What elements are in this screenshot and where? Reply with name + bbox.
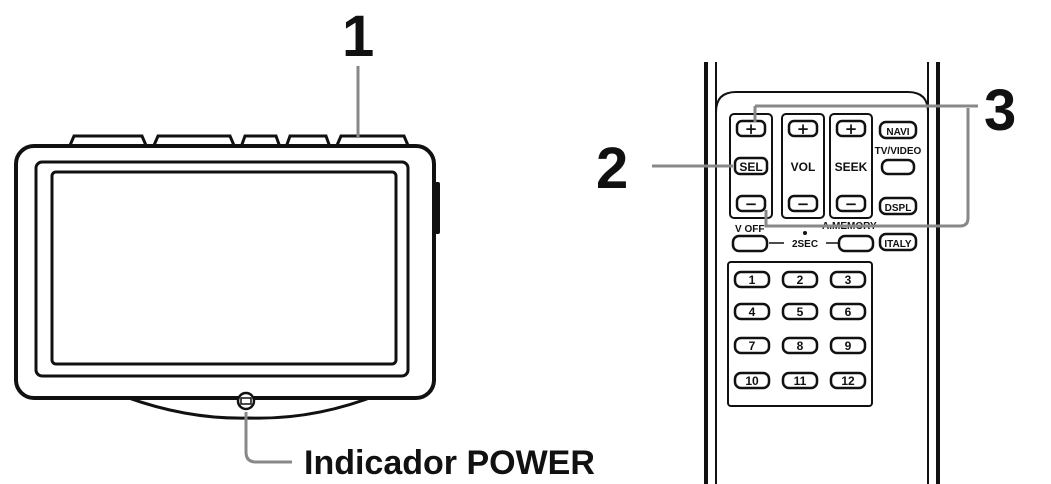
vol-plus-button[interactable] xyxy=(787,119,819,138)
vol-plus-label: + xyxy=(797,120,810,138)
sel-button-label: SEL xyxy=(739,160,762,174)
navi-button-label: NAVI xyxy=(886,127,909,138)
keypad-button-8[interactable] xyxy=(781,336,819,355)
a-memory-button[interactable] xyxy=(837,234,875,253)
keypad-button-3[interactable] xyxy=(829,270,867,289)
keypad-button-label: 5 xyxy=(797,305,804,319)
keypad-button-label: 8 xyxy=(797,339,804,353)
vol-minus-label: − xyxy=(797,195,810,213)
dspl-button[interactable] xyxy=(878,196,918,216)
callout-2: 2 xyxy=(596,136,628,201)
keypad-button-label: 11 xyxy=(794,374,807,388)
dspl-button-label: DSPL xyxy=(885,203,912,214)
tv-video-label: TV/VIDEO xyxy=(875,146,922,157)
keypad-frame xyxy=(727,261,873,407)
keypad-button-label: 1 xyxy=(749,273,756,287)
callout-3: 3 xyxy=(984,78,1016,143)
group-minus-button[interactable] xyxy=(735,194,767,213)
monitor-side-knob xyxy=(432,182,440,234)
tv-video-button[interactable] xyxy=(880,158,916,176)
keypad-button-label: 4 xyxy=(749,305,756,319)
keypad-button-label: 3 xyxy=(845,273,852,287)
keypad-button-7[interactable] xyxy=(733,336,771,355)
keypad-button-6[interactable] xyxy=(829,302,867,321)
v-off-button[interactable] xyxy=(731,234,769,253)
keypad-button-label: 2 xyxy=(797,273,804,287)
group-plus-button[interactable] xyxy=(735,119,767,138)
power-leader-line xyxy=(244,412,292,464)
italy-button[interactable] xyxy=(878,232,918,252)
vol-minus-button[interactable] xyxy=(787,194,819,213)
two-sec-label: 2SEC xyxy=(792,239,818,250)
keypad-button-10[interactable] xyxy=(733,371,771,390)
remote-control: + SEL − + VOL − + SEEK − NAVI TV/VIDEO D… xyxy=(704,62,940,484)
seek-minus-button[interactable] xyxy=(835,194,867,213)
sel-button[interactable] xyxy=(733,156,769,176)
power-indicator-led xyxy=(240,397,252,405)
remote-led-icon xyxy=(803,231,807,235)
keypad-button-11[interactable] xyxy=(781,371,819,390)
v-off-label: V OFF xyxy=(735,224,764,235)
keypad-button-2[interactable] xyxy=(781,270,819,289)
keypad-button-label: 12 xyxy=(841,374,855,388)
callout-3-leader-bottom xyxy=(764,108,970,228)
seek-plus-label: + xyxy=(845,120,858,138)
keypad-button-12[interactable] xyxy=(829,371,867,390)
monitor-screen xyxy=(50,170,398,366)
group-minus-label: − xyxy=(745,195,758,213)
caption-power-indicator: Indicador POWER xyxy=(304,444,595,482)
keypad-button-4[interactable] xyxy=(733,302,771,321)
keypad-button-label: 7 xyxy=(749,339,756,353)
navi-button[interactable] xyxy=(878,120,918,140)
italy-button-label: ITALY xyxy=(884,239,912,250)
keypad-button-9[interactable] xyxy=(829,336,867,355)
keypad-button-label: 9 xyxy=(845,339,852,353)
seek-label: SEEK xyxy=(835,160,868,174)
callout-1: 1 xyxy=(342,4,374,69)
keypad-button-label: 10 xyxy=(745,374,759,388)
keypad-button-label: 6 xyxy=(845,305,852,319)
seek-group-frame xyxy=(829,113,873,219)
monitor-device xyxy=(14,134,440,420)
keypad-button-5[interactable] xyxy=(781,302,819,321)
keypad-button-1[interactable] xyxy=(733,270,771,289)
group-plus-label: + xyxy=(745,120,758,138)
seek-minus-label: − xyxy=(845,195,858,213)
vol-label: VOL xyxy=(791,160,816,174)
vol-group-frame xyxy=(781,113,825,219)
seek-plus-button[interactable] xyxy=(835,119,867,138)
